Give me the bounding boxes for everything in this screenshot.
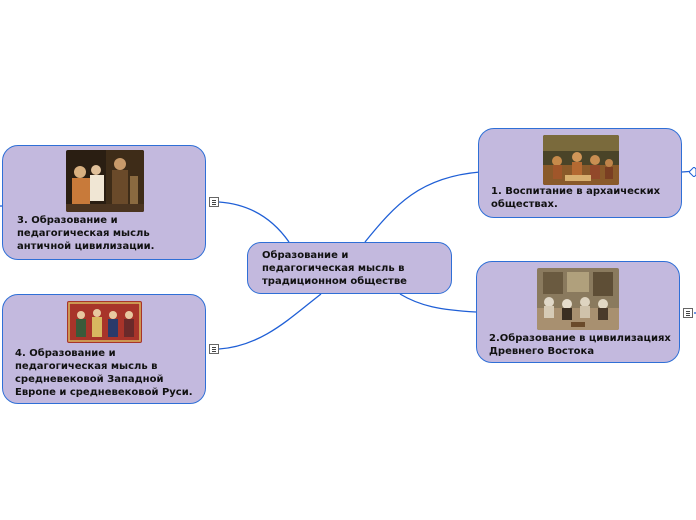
topic-medieval-europe-rus-label: 4. Образование и педагогическая мысль в … <box>15 348 193 398</box>
central-topic-label: Образование и педагогическая мысль в тра… <box>262 250 407 287</box>
antique-teaching-image <box>66 150 144 212</box>
collapse-diamond-icon[interactable] <box>689 167 696 177</box>
topic-ancient-east[interactable]: 2.Образование в цивилизациях Древнего Во… <box>476 261 680 363</box>
topic-archaic-societies-label: 1. Воспитание в архаических обществах. <box>491 186 661 210</box>
topic-antique-civilization[interactable]: 3. Образование и педагогическая мысль ан… <box>2 145 206 260</box>
archaic-society-image <box>543 135 619 185</box>
medieval-miniature-image <box>67 301 142 343</box>
topic-medieval-menu-icon[interactable] <box>209 344 219 354</box>
topic-ancient-east-label: 2.Образование в цивилизациях Древнего Во… <box>489 333 671 357</box>
topic-archaic-societies[interactable]: 1. Воспитание в архаических обществах. <box>478 128 682 218</box>
topic-antique-civilization-label: 3. Образование и педагогическая мысль ан… <box>17 215 155 252</box>
ancient-east-image <box>537 268 619 330</box>
central-topic[interactable]: Образование и педагогическая мысль в тра… <box>247 242 452 294</box>
topic-ancient-east-menu-icon[interactable] <box>683 308 693 318</box>
topic-medieval-europe-rus[interactable]: 4. Образование и педагогическая мысль в … <box>2 294 206 404</box>
topic-antique-menu-icon[interactable] <box>209 197 219 207</box>
